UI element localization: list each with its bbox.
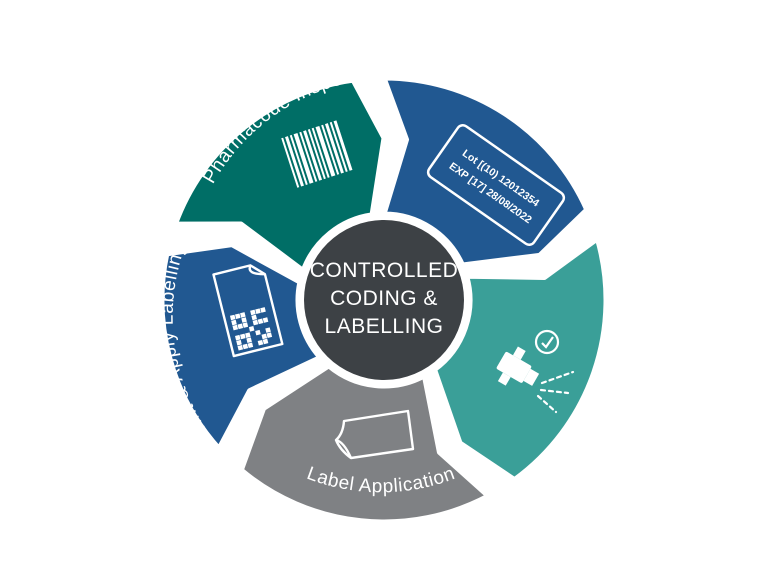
qr-module [251, 314, 257, 321]
segment-label-app [238, 363, 491, 525]
qr-module [257, 318, 264, 325]
center-line-3: LABELLING [325, 315, 444, 338]
barcode-bar [303, 130, 323, 181]
qr-module [232, 324, 239, 331]
qr-module [240, 312, 246, 318]
qr-module [266, 332, 273, 338]
barcode-bar [324, 123, 344, 174]
qr-module [246, 337, 252, 343]
camera-icon [496, 329, 575, 414]
barcode-bar [307, 129, 326, 180]
qr-label-icon [212, 264, 284, 358]
qr-module [240, 333, 246, 340]
qr-module [241, 317, 247, 323]
qr-module [255, 329, 261, 336]
barcode-bar [311, 127, 330, 178]
qr-module [237, 323, 244, 330]
barcode-bar [289, 134, 308, 185]
qr-module [229, 314, 236, 321]
barcode-icon [281, 120, 353, 188]
qr-module [262, 317, 269, 323]
barcode-bar [285, 136, 304, 187]
barcode-bar [299, 131, 318, 182]
barcode-bar [315, 125, 336, 177]
barcode-bar [281, 137, 300, 188]
qr-module [261, 333, 268, 340]
qr-module [235, 313, 241, 320]
qr-code [229, 307, 273, 351]
qr-module [231, 319, 237, 326]
qr-module [255, 308, 261, 314]
qr-module [265, 327, 271, 333]
qr-module [245, 332, 251, 338]
qr-module [250, 309, 256, 316]
qr-module [248, 326, 255, 332]
qr-module [236, 339, 242, 346]
center-line-1: CONTROLLED [310, 259, 459, 282]
qr-module [260, 307, 266, 313]
barcode-bar [293, 133, 314, 184]
barcode-bar [329, 121, 348, 173]
qr-module [234, 334, 241, 341]
barcode-bar [321, 124, 340, 175]
center-hub [304, 220, 464, 380]
qr-module [247, 342, 254, 349]
qr-module [242, 322, 249, 328]
segment-vdp [381, 75, 590, 268]
qr-module [262, 338, 269, 345]
qr-module [242, 343, 249, 350]
barcode-bar [333, 120, 353, 171]
center-line-2: CODING & [330, 287, 438, 310]
qr-module [237, 344, 244, 351]
qr-module [257, 339, 264, 346]
label-icon [334, 409, 415, 460]
qr-module [252, 319, 259, 326]
